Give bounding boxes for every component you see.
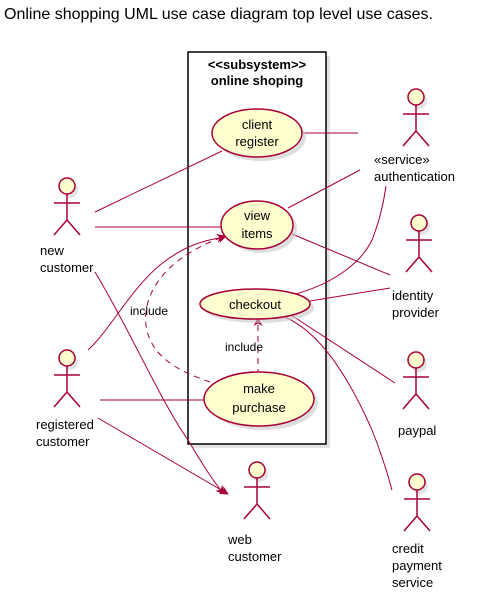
use-case-view-items-line-1: view [244,208,271,223]
use-case-client-register: client register [211,108,306,161]
use-case-checkout-label: checkout [229,297,281,312]
include-make-purchase-view-items [145,234,227,383]
actor-credit-payment-service-line-2: payment [392,558,442,573]
use-case-client-register-line-1: client [242,117,273,132]
assoc-checkout-paypal [287,312,396,384]
include-label-checkout: include [225,340,263,354]
diagram-title: Online shopping UML use case diagram top… [4,6,433,23]
actor-new-customer-line-1: new [40,243,64,258]
actor-paypal-label: paypal [398,423,436,438]
actor-registered-customer-line-2: customer [36,434,90,449]
actor-authentication [402,88,430,147]
subsystem-name: online shoping [211,73,303,88]
assoc-new-customer-client-register [94,150,223,213]
use-case-client-register-line-2: register [235,134,279,149]
actor-identity-provider-line-1: identity [392,288,434,303]
assoc-view-items-authentication [287,169,361,209]
assoc-view-items-identity-provider [291,233,391,276]
associations [87,132,396,495]
gen-registered-customer-view-items [87,233,226,351]
actor-new-customer [53,177,81,236]
actor-web-customer-line-2: customer [228,549,282,564]
actor-registered-customer [53,349,81,408]
actor-identity-provider [405,214,433,273]
use-case-view-items-line-2: items [241,226,273,241]
actor-identity-provider-line-2: provider [392,305,440,320]
assoc-checkout-authentication [291,185,387,296]
gen-new-customer-web-customer [94,271,225,495]
include-label-view-items: include [130,304,168,318]
actor-new-customer-line-2: customer [40,260,94,275]
actor-authentication-name: authentication [374,169,455,184]
actor-authentication-stereotype: «service» [374,152,430,167]
subsystem-stereotype: <<subsystem>> [208,57,307,72]
actor-paypal [402,351,430,410]
actor-registered-customer-line-1: registered [36,417,94,432]
assoc-checkout-identity-provider [309,287,391,302]
use-case-view-items: view items [220,200,297,253]
actor-web-customer-line-1: web [227,532,252,547]
assoc-checkout-credit-payment [281,315,393,491]
use-case-make-purchase-line-1: make [243,381,275,396]
actor-credit-payment-service-line-3: service [392,575,433,590]
use-case-make-purchase-line-2: purchase [232,400,285,415]
gen-registered-customer-web-customer [97,417,229,495]
actor-credit-payment-service-line-1: credit [392,541,424,556]
use-case-make-purchase: make purchase [203,371,318,430]
actor-web-customer [243,461,271,520]
use-case-checkout: checkout [199,288,314,323]
actor-credit-payment-service [403,473,431,532]
